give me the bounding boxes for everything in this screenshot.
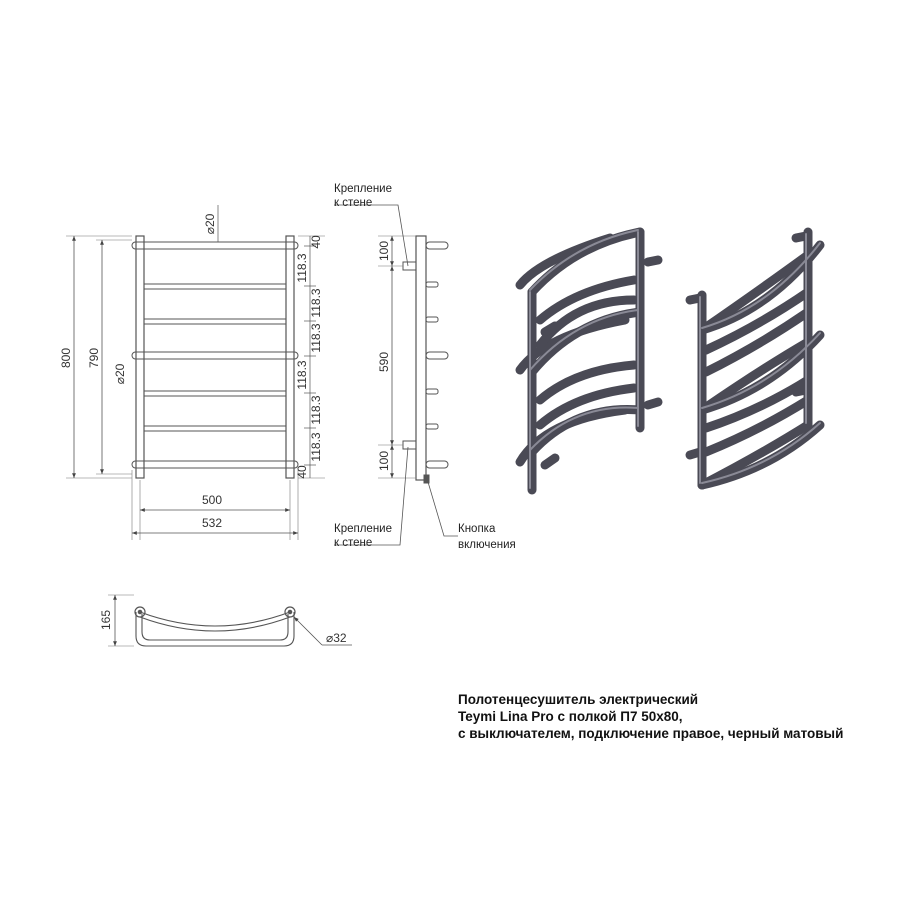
product-caption: Полотенцесушитель электрический Teymi Li…: [458, 691, 888, 742]
dim-pipe-diameter-top-view: ⌀32: [326, 631, 347, 645]
caption-line: с выключателем, подключение правое, черн…: [458, 726, 844, 741]
front-view: [66, 205, 325, 540]
leader-switch: [427, 481, 458, 537]
wall-bracket-top: [402, 261, 417, 271]
switch-label-line1: Кнопка: [458, 523, 496, 535]
mount-top-label-line2: к стене: [334, 197, 372, 209]
switch-label-line2: включения: [458, 539, 516, 551]
post-section-left: [134, 606, 146, 618]
product-render-side-angle: [685, 227, 825, 490]
side-post: [415, 235, 427, 481]
rung: [143, 318, 287, 325]
product-render-front-angle: [515, 227, 663, 495]
mount-bottom-label-line1: Крепление: [334, 523, 392, 535]
power-switch: [423, 474, 430, 484]
top-view: [108, 594, 352, 647]
dim-rung-spacing: 118.3: [309, 395, 323, 424]
dim-top-offset: 100: [377, 241, 391, 261]
right-post: [285, 235, 295, 479]
dim-rung-spacing: 118.3: [309, 432, 323, 461]
mount-top-label-line1: Крепление: [334, 183, 392, 195]
dim-height-centers: 790: [87, 348, 101, 368]
left-post: [135, 235, 145, 479]
dim-bottom-offset: 100: [377, 451, 391, 471]
dim-width-centers: 500: [202, 493, 222, 507]
dim-rung-spacing: 118.3: [309, 288, 323, 317]
bar-top: [131, 241, 299, 250]
caption-line: Полотенцесушитель электрический: [458, 692, 699, 707]
rung: [143, 425, 287, 432]
rung: [143, 283, 287, 290]
dim-rung-spacing: 118.3: [295, 360, 309, 389]
bar-bottom: [131, 460, 299, 469]
bar-mid: [131, 351, 299, 360]
post-section-right: [284, 606, 296, 618]
rung: [143, 390, 287, 397]
dim-pipe-diameter-side: ⌀20: [113, 363, 127, 384]
leader-mount-top: [334, 204, 409, 267]
wall-bracket-bottom: [402, 440, 417, 450]
dim-offset-top: 40: [309, 235, 323, 249]
dim-depth: 165: [99, 610, 113, 630]
dim-height-overall: 800: [59, 348, 73, 368]
dim-mount-distance: 590: [377, 352, 391, 372]
dim-rung-spacing: 118.3: [295, 253, 309, 282]
caption-line: Teymi Lina Pro с полкой П7 50x80,: [458, 709, 683, 724]
side-view: [334, 204, 458, 546]
dim-offset-bottom: 40: [295, 465, 309, 479]
mount-bottom-label-line2: к стене: [334, 537, 372, 549]
dim-pipe-diameter-top: ⌀20: [203, 213, 217, 234]
dim-rung-spacing: 118.3: [309, 323, 323, 352]
dim-width-overall: 532: [202, 516, 222, 530]
leader-mount-bottom: [334, 446, 409, 546]
